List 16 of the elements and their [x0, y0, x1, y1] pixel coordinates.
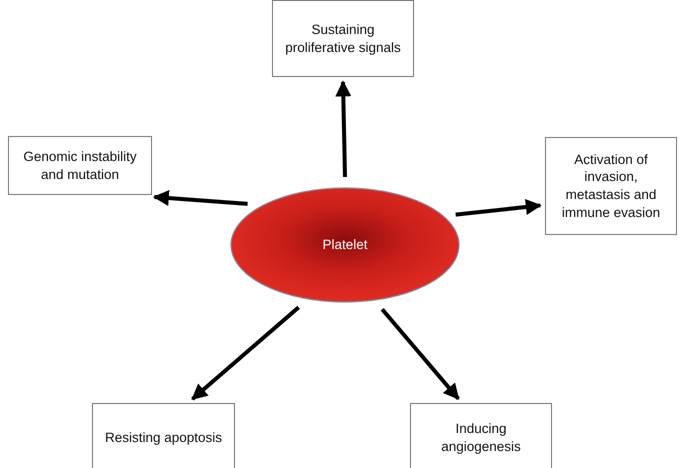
arrow: [380, 308, 460, 400]
node-label: Activation of invasion, metastasis and immune evasion: [560, 150, 662, 222]
arrow: [455, 199, 542, 217]
text-box: [410, 403, 552, 468]
arrow: [335, 80, 352, 178]
text-box: [8, 136, 152, 195]
arrow: [191, 306, 300, 400]
text-box: [545, 137, 677, 235]
node-label: Inducing angiogenesis: [440, 420, 522, 456]
text-box: [272, 0, 414, 77]
node-label: Genomic instability and mutation: [22, 148, 138, 184]
arrow: [152, 190, 248, 206]
node-label: Sustaining proliferative signals: [284, 20, 402, 56]
node-label: Platelet: [322, 236, 368, 254]
node-label: Resisting apoptosis: [104, 429, 222, 447]
text-box: [92, 403, 235, 468]
